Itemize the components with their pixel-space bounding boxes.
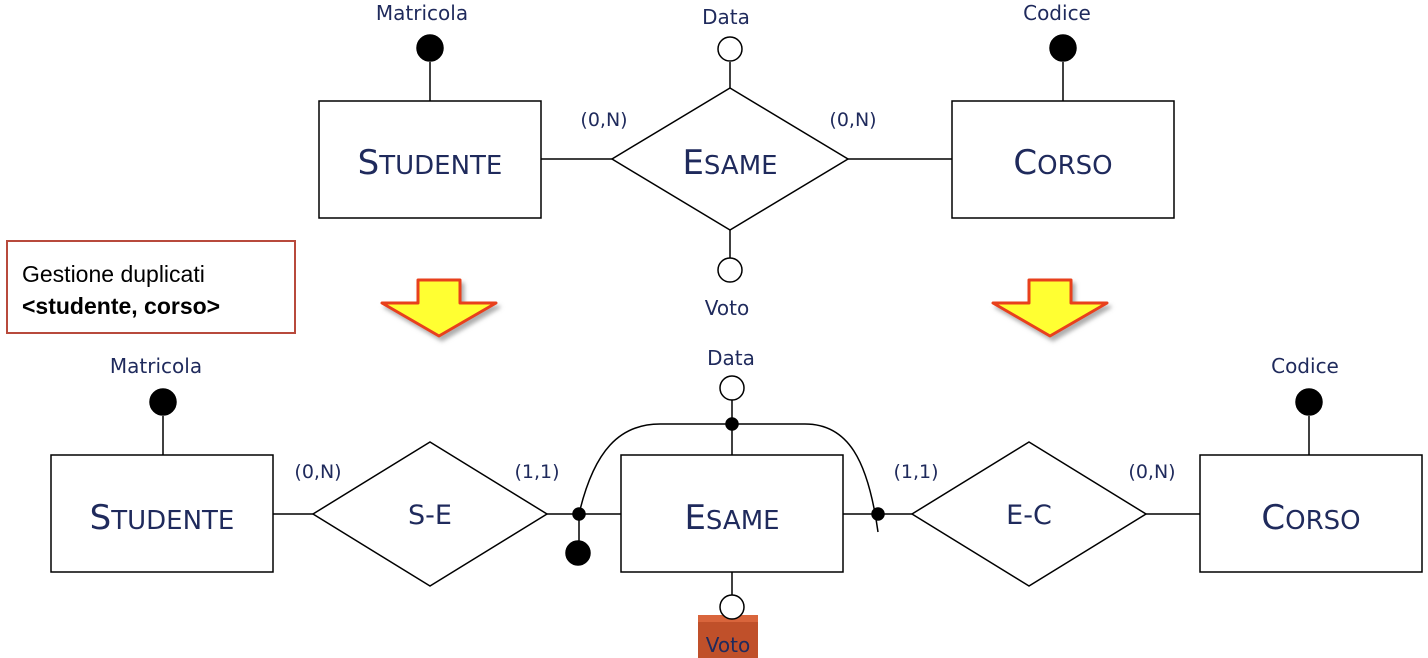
bottom-attr-voto: Voto — [706, 633, 750, 657]
top-diagram — [318, 34, 1175, 283]
duplicate-handling-note: Gestione duplicati <studente, corso> — [6, 240, 296, 334]
bottom-entity-corso — [1199, 454, 1423, 573]
top-data-attr-marker — [717, 36, 743, 62]
transform-arrow-left — [380, 278, 498, 338]
bottom-entity-studente-label: STUDENTE — [90, 498, 235, 538]
bottom-relationship-ec — [910, 441, 1148, 587]
bottom-diagram — [50, 375, 1423, 595]
transform-arrow-right — [991, 278, 1109, 338]
composite-identifier-arc — [578, 423, 879, 533]
bottom-matricola-key-marker — [149, 388, 177, 416]
bottom-entity-esame-label: ESAME — [684, 498, 779, 538]
bottom-attr-codice: Codice — [1271, 354, 1339, 378]
top-attr-codice: Codice — [1023, 1, 1091, 25]
top-card-right: (0,N) — [829, 109, 876, 131]
top-entity-corso — [951, 100, 1175, 219]
voto-highlight — [698, 615, 758, 658]
top-entity-corso-label: CORSO — [1013, 143, 1112, 183]
bottom-entity-corso-label: CORSO — [1261, 498, 1360, 538]
bottom-relationship-se — [311, 441, 549, 587]
bottom-card-esame-ec: (1,1) — [893, 461, 938, 483]
top-relationship-esame-label: ESAME — [682, 143, 777, 183]
top-card-left: (0,N) — [580, 109, 627, 131]
top-voto-attr-marker — [717, 257, 743, 283]
bottom-relationship-ec-label: E-C — [1006, 500, 1052, 531]
bottom-data-attr-marker — [719, 375, 745, 401]
bottom-attr-data: Data — [707, 346, 755, 370]
top-attr-matricola: Matricola — [376, 1, 468, 25]
top-entity-studente-label: STUDENTE — [358, 143, 503, 183]
bottom-card-studente-se: (0,N) — [294, 461, 341, 483]
bottom-codice-key-marker — [1295, 388, 1323, 416]
bottom-attr-matricola: Matricola — [110, 354, 202, 378]
bottom-entity-esame — [620, 454, 844, 573]
top-matricola-key-marker — [416, 34, 444, 62]
top-attr-data: Data — [702, 5, 750, 29]
bottom-card-ec-corso: (0,N) — [1128, 461, 1175, 483]
note-line-1: Gestione duplicati — [22, 261, 205, 287]
bottom-voto-attr-marker — [719, 594, 745, 620]
bottom-card-se-esame: (1,1) — [514, 461, 559, 483]
top-codice-key-marker — [1049, 34, 1077, 62]
bottom-identifier-key-marker — [565, 540, 591, 566]
bottom-relationship-se-label: S-E — [408, 500, 452, 531]
top-attr-voto: Voto — [705, 296, 749, 320]
note-line-2: <studente, corso> — [22, 293, 221, 319]
bottom-entity-studente — [50, 454, 274, 573]
top-entity-studente — [318, 100, 542, 219]
